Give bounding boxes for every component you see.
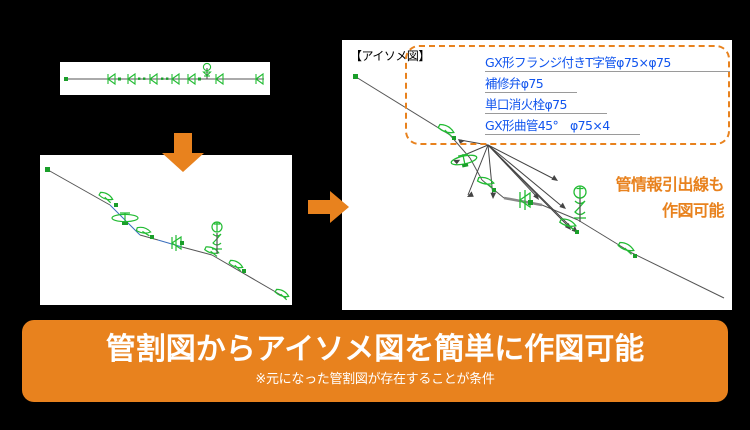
callout-row[interactable]: GX形曲管45° φ75×4 — [485, 115, 733, 135]
callout-row[interactable]: GX形フランジ付きT字管φ75×φ75 — [485, 52, 733, 72]
isometric-svg — [353, 74, 725, 299]
callout-label: GX形曲管45° φ75×4 — [485, 118, 610, 133]
feature-note-line2: 作図可能 — [661, 201, 725, 220]
callout-label: 単口消火栓φ75 — [485, 97, 567, 112]
pipe-layout-strip-panel — [60, 62, 270, 95]
pipe-diagonal-svg — [45, 167, 290, 301]
arrow-right-icon — [308, 191, 349, 223]
banner-subtitle: ※元になった管割図が存在することが条件 — [255, 372, 495, 387]
leader-lines — [453, 139, 578, 233]
callout-underline — [485, 71, 730, 72]
callout-underline — [485, 134, 640, 135]
banner: 管割図からアイソメ図を簡単に作図可能 ※元になった管割図が存在することが条件 — [22, 320, 728, 402]
pipe-layout-diagonal-panel — [40, 155, 292, 305]
callout-label-list: GX形フランジ付きT字管φ75×φ75 補修弁φ75 単口消火栓φ75 GX形曲… — [485, 52, 733, 136]
callout-label: 補修弁φ75 — [485, 76, 544, 91]
isometric-panel-title: 【アイソメ図】 — [350, 49, 430, 63]
callout-row[interactable]: 単口消火栓φ75 — [485, 94, 733, 114]
banner-title: 管割図からアイソメ図を簡単に作図可能 — [105, 332, 645, 367]
pipe-strip-svg — [64, 62, 264, 86]
callout-row[interactable]: 補修弁φ75 — [485, 73, 733, 93]
callout-label: GX形フランジ付きT字管φ75×φ75 — [485, 55, 671, 70]
arrow-down-icon — [162, 133, 204, 172]
feature-note: 管情報引出線も 作図可能 — [572, 172, 724, 224]
callout-underline — [485, 113, 607, 114]
feature-note-line1: 管情報引出線も — [615, 175, 724, 194]
isometric-drawing-panel: 【アイソメ図】 — [342, 40, 732, 310]
callout-underline — [485, 92, 577, 93]
